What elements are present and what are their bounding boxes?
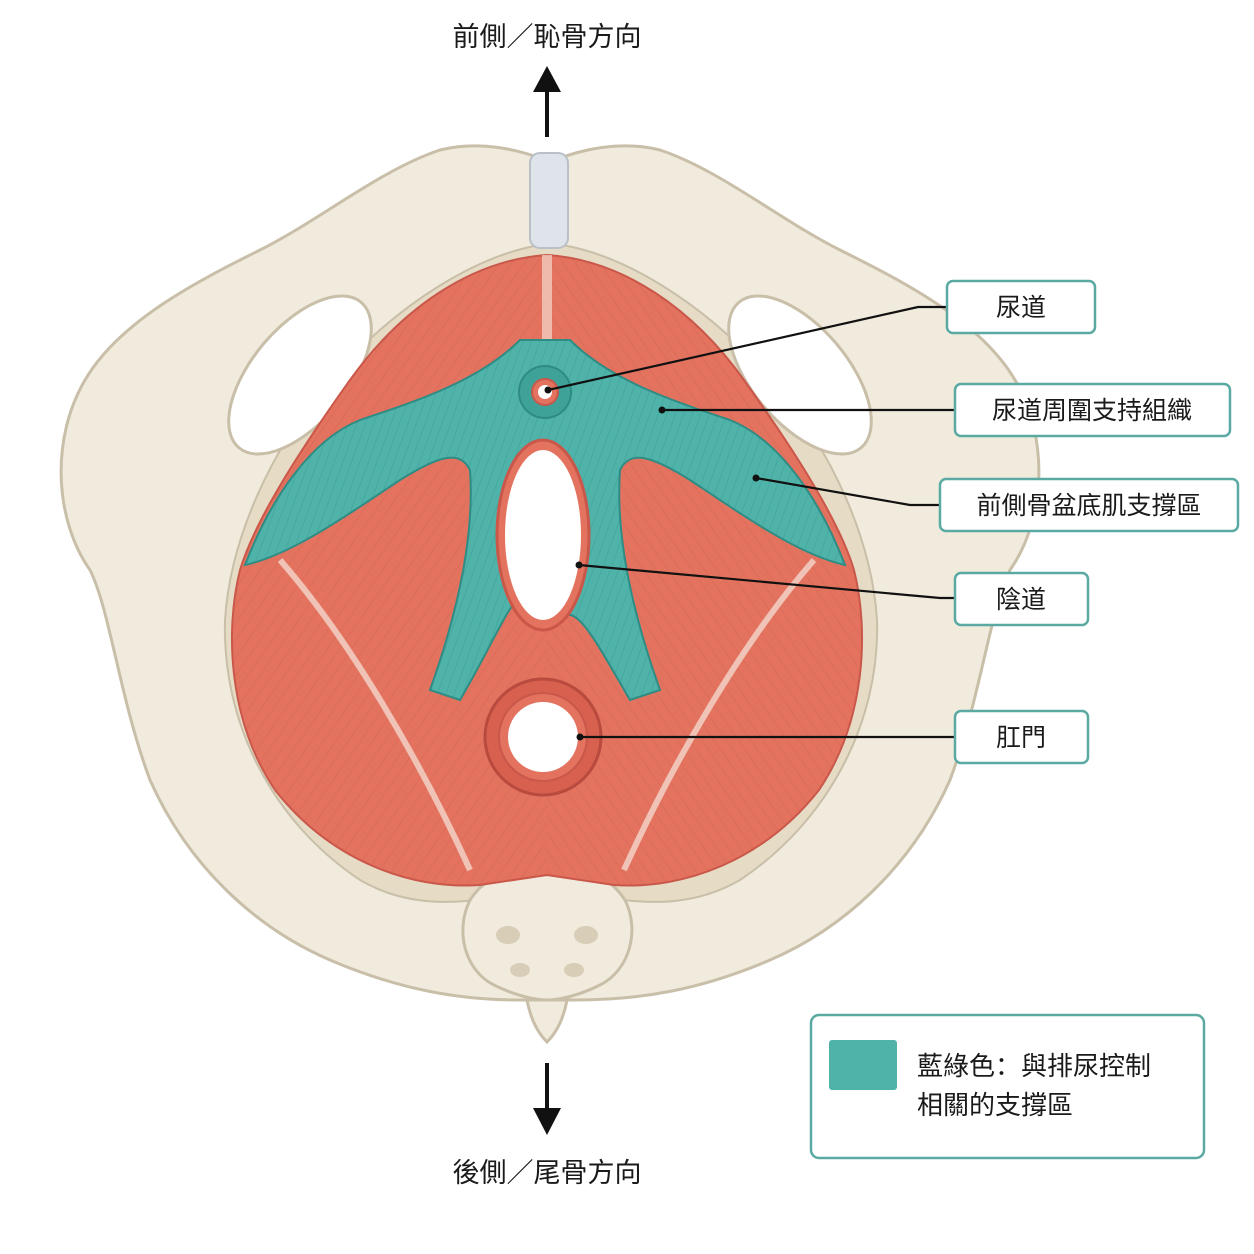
legend-line-1: 藍綠色：與排尿控制	[917, 1052, 1151, 1082]
leader-lines	[547, 305, 955, 739]
urethra-opening	[518, 365, 572, 419]
leader-anterior-support	[755, 476, 940, 507]
legend-swatch	[829, 1040, 897, 1090]
leader-dots	[544, 386, 760, 741]
label-periurethral: 尿道周圍支持組織	[953, 382, 1232, 438]
legend-line-2: 相關的支撐區	[917, 1091, 1073, 1121]
direction-top-label: 前側／恥骨方向	[453, 22, 642, 53]
label-anterior-support-text: 前側骨盆底肌支撐區	[976, 491, 1201, 520]
arrow-up-icon	[533, 66, 561, 137]
label-periurethral-text: 尿道周圍支持組織	[992, 396, 1192, 425]
label-vagina: 陰道	[953, 571, 1090, 627]
label-anterior-support: 前側骨盆底肌支撐區	[938, 477, 1240, 533]
arrow-down-icon	[533, 1063, 561, 1135]
vaginal-opening	[495, 438, 591, 632]
label-anus-text: 肛門	[996, 723, 1046, 752]
sacrum	[461, 868, 634, 1002]
leader-vagina	[578, 563, 955, 600]
coccyx	[525, 998, 569, 1045]
label-urethra: 尿道	[945, 279, 1097, 335]
label-vagina-text: 陰道	[996, 585, 1046, 614]
label-urethra-text: 尿道	[996, 293, 1046, 322]
direction-bottom-label: 後側／尾骨方向	[453, 1158, 642, 1189]
label-anus: 肛門	[953, 709, 1090, 765]
legend: 藍綠色：與排尿控制 相關的支撐區	[809, 1013, 1206, 1160]
leader-urethra	[547, 305, 947, 392]
pubic-symphysis	[529, 152, 569, 249]
